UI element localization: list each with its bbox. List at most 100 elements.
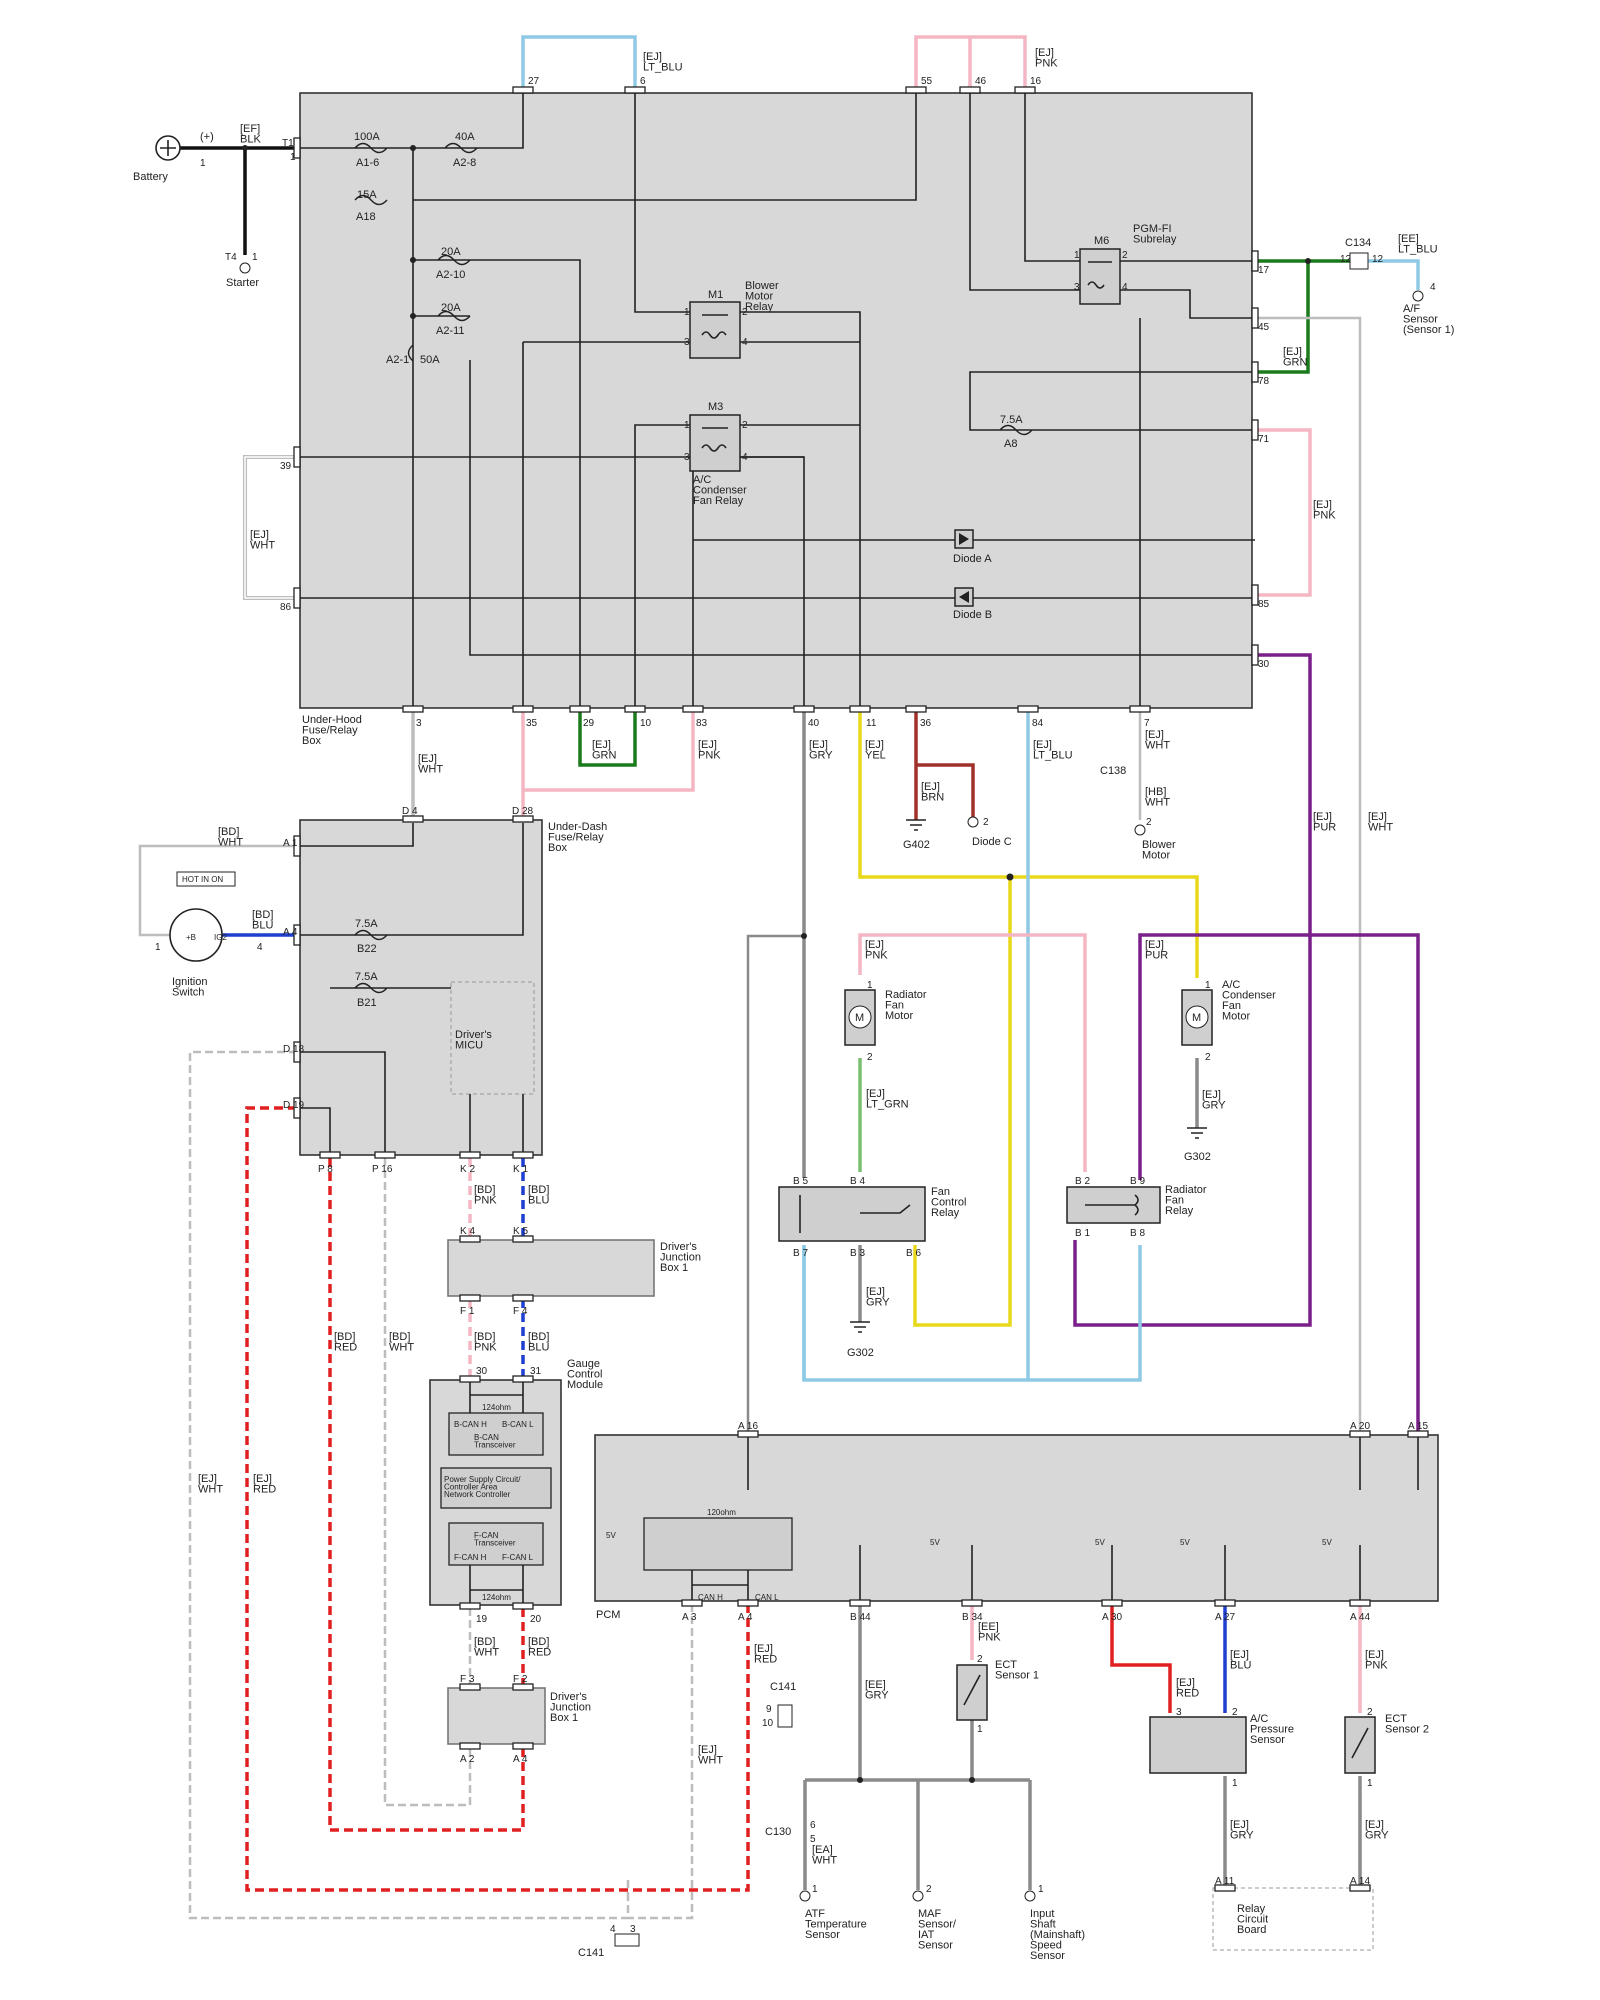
pin-label: 3 xyxy=(1176,1707,1182,1718)
pin-label: F 4 xyxy=(513,1306,528,1317)
wire-label: [EJ]WHT xyxy=(1368,811,1393,833)
wire-label: [EJ]PNK xyxy=(698,739,721,761)
pin-label: 4 xyxy=(742,337,748,348)
drivers-junction-box-bottom xyxy=(447,1687,546,1745)
battery-plus-icon xyxy=(160,140,176,156)
connector-c134 xyxy=(1349,252,1369,270)
pin-b40 xyxy=(793,705,815,713)
wire-label: [BD]WHT xyxy=(389,1331,414,1353)
pin-rb14 xyxy=(1349,1884,1371,1892)
fuse-a2-10 xyxy=(437,254,471,266)
pin-pa4 xyxy=(737,1599,759,1607)
pin-label: 30 xyxy=(476,1366,488,1377)
wire-label: [EJ]RED xyxy=(754,1643,777,1665)
fcan-h-label: F-CAN H xyxy=(454,1553,487,1562)
pin-label: A 4 xyxy=(738,1612,753,1623)
connector-c141 xyxy=(777,1704,793,1728)
wire-grn-29-10 xyxy=(578,712,637,767)
wire-pur-rad xyxy=(1138,933,1420,1432)
pin-45 xyxy=(1251,307,1259,329)
pin-label: 35 xyxy=(526,718,538,729)
pin-pa30 xyxy=(1101,1599,1123,1607)
node-bus-1 xyxy=(410,145,416,151)
pin-label: 2 xyxy=(1232,1707,1238,1718)
fuse-label: 40A xyxy=(455,131,475,143)
pin-label: 12 xyxy=(1340,254,1352,265)
pin-46 xyxy=(959,86,981,94)
v5b-label: 5V xyxy=(930,1538,940,1547)
pin-label: 84 xyxy=(1032,718,1044,729)
pin-label: 1 xyxy=(290,152,296,163)
pin-label: 2 xyxy=(1122,250,1128,261)
pin-b3 xyxy=(402,705,424,713)
pin-39 xyxy=(293,446,301,468)
pin-label: 3 xyxy=(684,452,690,463)
wire-wht-left-inner xyxy=(244,456,297,599)
fuse-a1-6 xyxy=(354,142,388,154)
pin-label: 1 xyxy=(977,1724,983,1735)
connector-c141b xyxy=(614,1933,640,1947)
fuse-label: A2-11 xyxy=(436,325,465,337)
pin-a4 xyxy=(293,924,301,946)
pin-label: D 4 xyxy=(402,806,418,817)
pin-b11 xyxy=(849,705,871,713)
pin-pa27 xyxy=(1214,1599,1236,1607)
pin-label: 85 xyxy=(1258,599,1270,610)
ground-g302b-icon xyxy=(1187,1127,1207,1139)
pin-label: 10 xyxy=(640,718,652,729)
wire-label: [EJ]GRN xyxy=(1283,346,1308,368)
pin-a1 xyxy=(293,835,301,857)
wire-label: [HB]WHT xyxy=(1145,786,1170,808)
pin-pa16 xyxy=(737,1430,759,1438)
pin-label: 4 xyxy=(610,1924,616,1935)
v5e-label: 5V xyxy=(1322,1538,1332,1547)
pin-label: 4 xyxy=(1430,282,1436,293)
bcan-transceiver xyxy=(448,1412,544,1456)
pin-label: 1 xyxy=(1205,980,1211,991)
wire-label: [BD]RED xyxy=(528,1636,551,1658)
ground-label: G402 xyxy=(903,839,930,851)
pin-a2b xyxy=(459,1742,481,1750)
pin-label: 2 xyxy=(867,1052,873,1063)
pin-label: 1 xyxy=(684,307,690,318)
diode-c-icon xyxy=(967,816,979,828)
m6-label: M6 xyxy=(1094,235,1109,247)
pin-label: 2 xyxy=(926,1884,932,1895)
pin-label: P 16 xyxy=(372,1164,393,1175)
internal-m6 xyxy=(969,90,1255,706)
pin-g20 xyxy=(512,1602,534,1610)
diode-c-label: Diode C xyxy=(972,836,1012,848)
fuse-label: 100A xyxy=(354,131,380,143)
af-sensor-icon xyxy=(1412,290,1424,302)
pin-label: F 3 xyxy=(460,1674,475,1685)
pin-k1 xyxy=(512,1151,534,1159)
ect-sensor-2 xyxy=(1344,1716,1376,1774)
pin-label: 2 xyxy=(983,817,989,828)
wire-label: [EJ]PNK xyxy=(865,939,888,961)
wire-label: [EJ]PUR xyxy=(1313,811,1336,833)
ohm124a-label: 124ohm xyxy=(482,1403,511,1412)
pin-label: 55 xyxy=(921,76,933,87)
wire-label: [EJ]RED xyxy=(1176,1677,1199,1699)
internal-pcm xyxy=(691,1435,1419,1604)
hot-in-on-badge xyxy=(176,871,236,887)
fuse-label: A2-10 xyxy=(436,269,465,281)
svg-text:M: M xyxy=(1192,1012,1201,1024)
internal-m1 xyxy=(522,90,861,706)
pin-label: 6 xyxy=(640,76,646,87)
pin-label: A 16 xyxy=(738,1421,758,1432)
wire-label: [EJ]GRY xyxy=(1230,1819,1254,1841)
wire-label: [EJ]GRY xyxy=(866,1286,890,1308)
wire-label: [EJ]WHT xyxy=(698,1744,723,1766)
pin-label: 20 xyxy=(530,1614,542,1625)
fuse-label: 7.5A xyxy=(355,971,378,983)
wire-label: [BD]RED xyxy=(334,1331,357,1353)
diode-a-icon xyxy=(959,533,969,545)
